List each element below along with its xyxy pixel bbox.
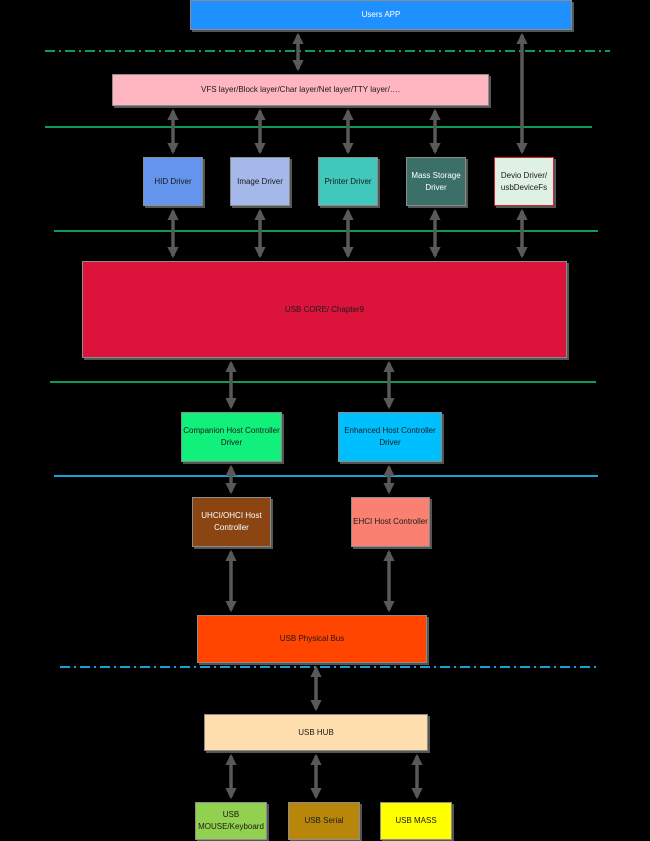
usb-hub-label: USB HUB (298, 727, 334, 737)
usb-mouse-keyboard-label: USB MOUSE/Keyboard (198, 810, 264, 831)
uhci-ohci-host-controller-label: UHCI/OHCI Host Controller (201, 511, 262, 532)
ehci-host-controller-label: EHCI Host Controller (353, 517, 428, 526)
enhanced-host-controller-driver-label: Enhanced Host Controller Driver (344, 426, 436, 447)
mass-storage-driver-box: Mass Storage Driver (406, 157, 466, 206)
usb-serial-box: USB Serial (288, 802, 360, 840)
devio-driver-box: Devio Driver/ usbDeviceFs (494, 157, 554, 206)
uhci-ohci-host-controller-box: UHCI/OHCI Host Controller (192, 497, 271, 547)
usb-mass-box: USB MASS (380, 802, 452, 840)
usb-core-box: USB CORE/ Chapter9 (82, 261, 567, 358)
hid-driver-label: HID Driver (154, 176, 192, 186)
printer-driver-label: Printer Driver (324, 176, 372, 186)
enhanced-host-controller-driver-box: Enhanced Host Controller Driver (338, 412, 442, 462)
connector-arrows (167, 32, 528, 800)
companion-host-controller-driver-box: Companion Host Controller Driver (181, 412, 282, 462)
usb-core-label: USB CORE/ Chapter9 (284, 304, 365, 314)
printer-driver-box: Printer Driver (318, 157, 378, 206)
image-driver-label: Image Driver (237, 176, 283, 186)
companion-host-controller-driver-label: Companion Host Controller Driver (183, 426, 280, 447)
image-driver-box: Image Driver (230, 157, 290, 206)
usb-mass-label: USB MASS (395, 816, 437, 825)
usb-physical-bus-label: USB Physical Bus (279, 634, 345, 643)
usb-hub-box: USB HUB (204, 714, 428, 751)
usb-mouse-keyboard-box: USB MOUSE/Keyboard (195, 802, 267, 840)
users-app-label: Users APP (361, 10, 401, 19)
mass-storage-driver-label: Mass Storage Driver (411, 170, 461, 192)
devio-driver-label: Devio Driver/ usbDeviceFs (500, 170, 548, 192)
users-app-box: Users APP (190, 0, 572, 30)
layer-separators (45, 50, 610, 668)
ehci-host-controller-box: EHCI Host Controller (351, 497, 430, 547)
vfs-layer-box: VFS layer/Block layer/Char layer/Net lay… (112, 74, 489, 106)
vfs-layer-label: VFS layer/Block layer/Char layer/Net lay… (200, 85, 401, 94)
usb-serial-label: USB Serial (304, 816, 344, 825)
hid-driver-box: HID Driver (143, 157, 203, 206)
usb-physical-bus-box: USB Physical Bus (197, 615, 427, 663)
